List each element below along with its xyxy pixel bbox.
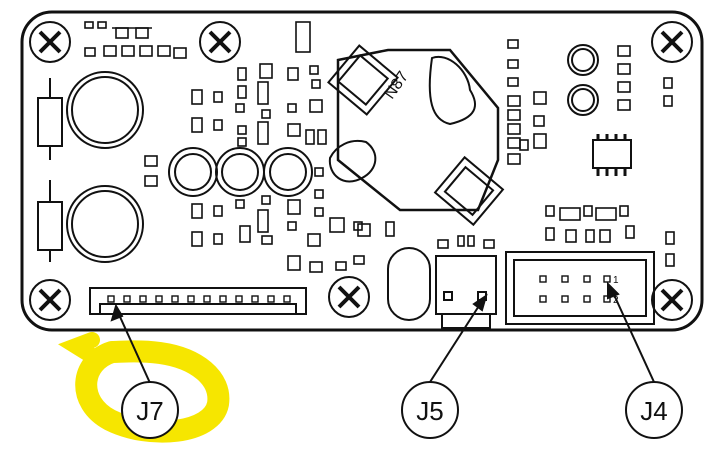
transformer-n87: N87	[327, 44, 505, 227]
mounting-hole-bottom-right	[651, 279, 693, 321]
callout-j5: J5	[401, 381, 459, 439]
j4-arrow	[609, 285, 655, 383]
ic-soic8	[592, 134, 632, 176]
callout-j4: J4	[625, 381, 683, 439]
connector-j4: 1 2	[505, 251, 655, 325]
callout-j4-label: J4	[640, 396, 667, 426]
smd-parts	[84, 21, 675, 273]
bulk-capacitors	[37, 71, 144, 263]
j7-highlight-loop	[75, 340, 230, 443]
j7-pins	[107, 295, 291, 303]
j4-pins	[539, 275, 611, 303]
connector-j7	[89, 287, 307, 315]
connector-j5	[435, 255, 497, 329]
j7-arrow	[115, 307, 151, 384]
mounting-hole-top-left	[29, 21, 71, 63]
callout-arrows	[110, 281, 655, 384]
callout-j7: J7	[121, 381, 179, 439]
j4-pin1-mark: 1	[613, 275, 619, 286]
ring-components	[168, 147, 313, 197]
oval-component	[387, 247, 431, 321]
small-round-parts	[567, 44, 599, 116]
j5-arrow	[429, 297, 485, 383]
mounting-holes	[29, 21, 693, 321]
callout-j7-label: J7	[136, 396, 163, 426]
mounting-hole-bottom-mid	[328, 276, 370, 318]
mounting-hole-top-right	[651, 21, 693, 63]
j7-highlight-tick	[58, 332, 100, 364]
mounting-hole-bottom-left	[29, 279, 71, 321]
callout-j5-label: J5	[416, 396, 443, 426]
mounting-hole-top-mid	[199, 21, 241, 63]
